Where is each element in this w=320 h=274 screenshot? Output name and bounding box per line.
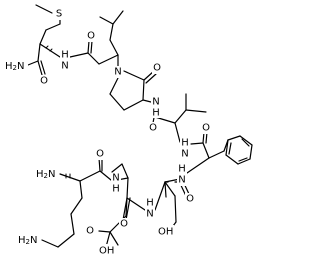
oxygen-methionine-carbonyl-label: O [39, 75, 49, 87]
nh-aspartate-label: N H [111, 173, 121, 195]
stereo-hash-marks [45, 45, 71, 179]
nh-aspartate-n: N [112, 173, 119, 184]
nh2-lysine-side-label: H2N [17, 233, 41, 246]
oxygen-leucine-carbonyl: O [87, 31, 95, 42]
oxygen-serine-carbonyl: O [186, 194, 194, 205]
nh2-lysine-side: H2N [18, 235, 37, 247]
bond-lines [27, 4, 253, 248]
oxygen-lysine-carbonyl-label: O [95, 148, 105, 160]
oxygen-serine-carbonyl-label: O [185, 193, 195, 205]
n-pyrrolidinone-label: N [113, 66, 123, 78]
oh-acid-label: OH [98, 244, 115, 257]
nh-phenylalanine-n: N [178, 175, 185, 186]
nh-serine-h: H [146, 198, 154, 209]
nh-lactam-side-n: N [152, 97, 159, 108]
oh-serine: OH [158, 227, 173, 238]
amide-nitrogen-terminal-label: H2N [4, 59, 28, 72]
oxygen-valine-amide: O [149, 123, 157, 134]
oxygen-acid-carbonyl: O [86, 226, 94, 237]
nh-lactam-side-label: N H [151, 96, 161, 119]
nh-serine-label: H N [145, 198, 155, 220]
oxygen-acid-carbonyl-label: O [85, 225, 95, 237]
oh-serine-label: OH [157, 225, 174, 238]
nh-valine-h: H [181, 138, 189, 149]
nh-methionine-h: H [61, 50, 69, 61]
atom-labels: S H2N O H N O N O N [4, 8, 211, 257]
nh-serine-n: N [146, 209, 153, 220]
s-methionine: S [56, 9, 62, 20]
oxygen-lysine-carbonyl: O [96, 149, 104, 160]
oh-acid: OH [99, 246, 114, 257]
nh-phenylalanine-h: H [178, 164, 186, 175]
nh2-lysine-alpha-label: H2N [35, 167, 59, 180]
oxygen-phe-carbonyl: O [202, 123, 210, 134]
nh-valine-label: H N [180, 138, 190, 160]
s-methionine-label: S [54, 8, 64, 20]
oxygen-valine-amide-label: O [148, 122, 158, 134]
oxygen-phe-carbonyl-label: O [201, 122, 211, 134]
amide-nitrogen-terminal: H2N [5, 61, 24, 73]
nh-lactam-side-h: H [152, 108, 160, 119]
oxygen-lactam: O [153, 63, 161, 74]
oxygen-aspartate-carbonyl-label: O [119, 218, 129, 230]
nh-phenylalanine-label: H N [177, 164, 187, 186]
oxygen-methionine-carbonyl: O [40, 76, 48, 87]
nh-valine-n: N [181, 149, 188, 160]
nh-methionine-label: H N [60, 50, 70, 72]
nh-methionine-n: N [61, 61, 68, 72]
structure-diagram: S H2N O H N O N O N [4, 4, 253, 257]
oxygen-leucine-carbonyl-label: O [86, 30, 96, 42]
nh-aspartate-h: H [112, 184, 120, 195]
oxygen-aspartate-carbonyl: O [120, 219, 128, 230]
oxygen-lactam-label: O [152, 62, 162, 74]
n-pyrrolidinone: N [114, 67, 121, 78]
nh2-lysine-alpha: H2N [36, 169, 55, 181]
